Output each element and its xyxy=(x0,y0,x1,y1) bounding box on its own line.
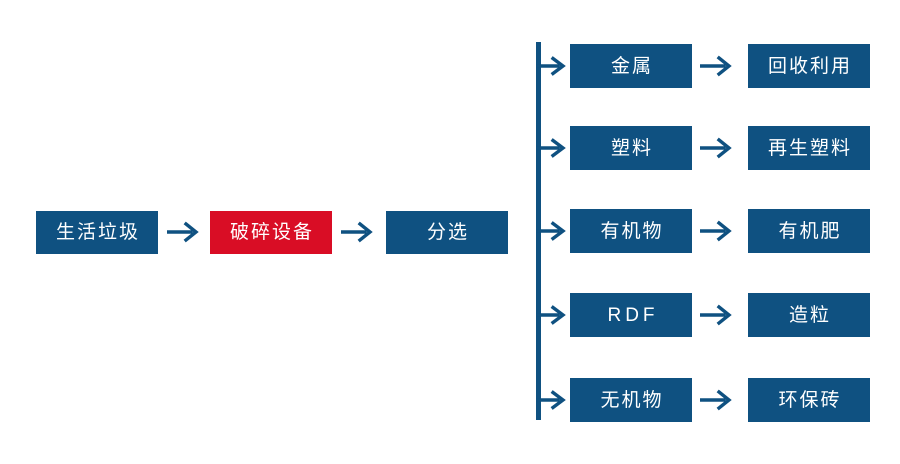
flow-node-crushing-equipment[interactable]: 破碎设备 xyxy=(210,211,332,254)
branch-category-rdf[interactable]: RDF xyxy=(570,293,692,337)
arrow-right-icon-waste-to-crusher xyxy=(167,219,201,245)
arrow-right-icon-plastic-to-recycled-plastic xyxy=(700,135,734,161)
branch-category-organic-matter[interactable]: 有机物 xyxy=(570,209,692,253)
arrow-right-icon-inorganic-to-eco-brick xyxy=(700,387,734,413)
branch-category-plastic[interactable]: 塑料 xyxy=(570,126,692,170)
branch-product-pelletizing[interactable]: 造粒 xyxy=(748,293,870,337)
branch-product-recycled-plastic[interactable]: 再生塑料 xyxy=(748,126,870,170)
branch-category-metal[interactable]: 金属 xyxy=(570,44,692,88)
flow-node-domestic-waste[interactable]: 生活垃圾 xyxy=(36,211,158,254)
branch-product-organic-fertilizer[interactable]: 有机肥 xyxy=(748,209,870,253)
branch-product-recycling[interactable]: 回收利用 xyxy=(748,44,870,88)
arrow-right-icon-metal-to-recycling xyxy=(700,53,734,79)
arrow-right-icon-rdf-to-pelletizing xyxy=(700,302,734,328)
vertical-trunk-line xyxy=(536,42,541,420)
branch-category-inorganic-matter[interactable]: 无机物 xyxy=(570,378,692,422)
branch-product-eco-brick[interactable]: 环保砖 xyxy=(748,378,870,422)
arrow-right-icon-crusher-to-sorting xyxy=(341,219,375,245)
flow-node-sorting[interactable]: 分选 xyxy=(386,211,508,254)
arrow-right-icon-organic-to-fertilizer xyxy=(700,218,734,244)
